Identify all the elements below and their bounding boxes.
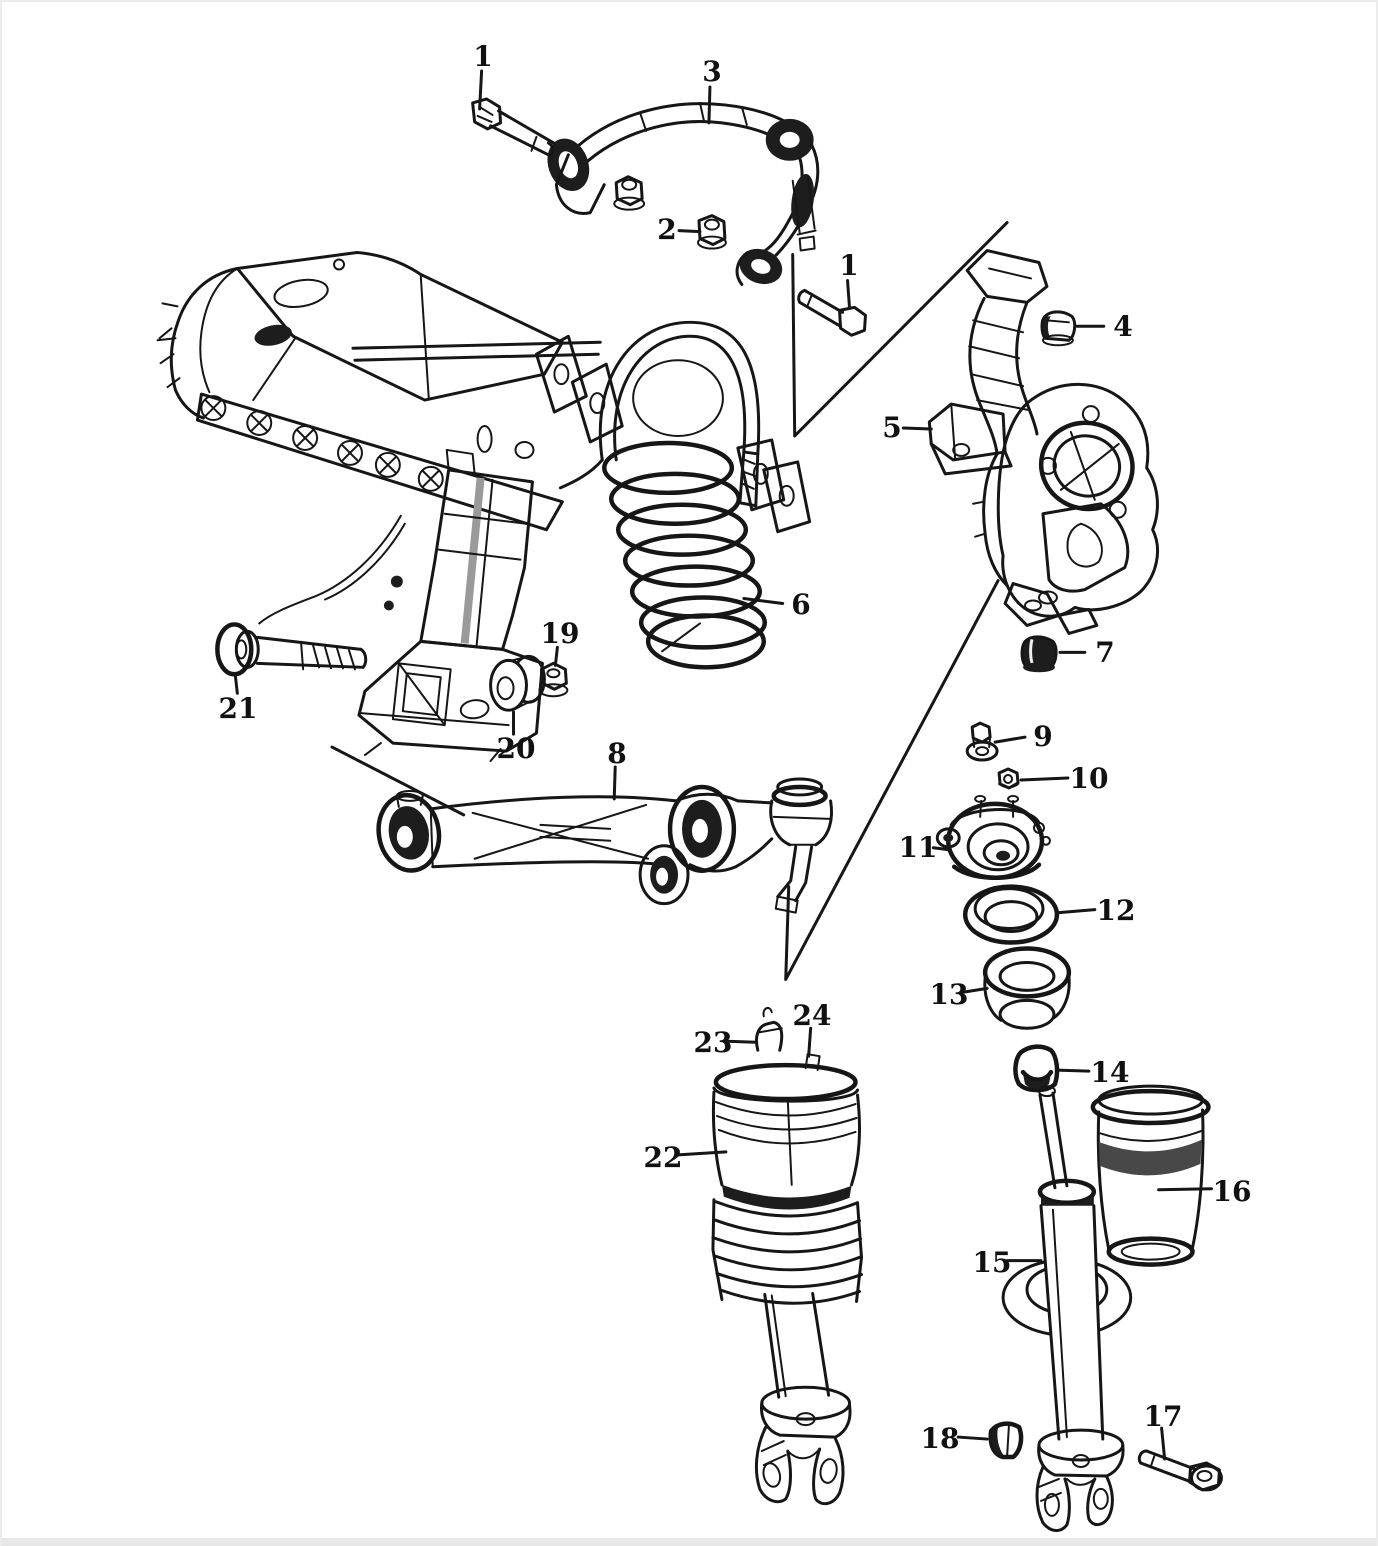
part-callout-17: 17 bbox=[1143, 1400, 1183, 1433]
spring-seat-12-drawing bbox=[962, 884, 1060, 945]
part-callout-13: 13 bbox=[929, 978, 969, 1011]
lower-control-arm-drawing bbox=[376, 777, 833, 914]
nut-4-drawing bbox=[1040, 310, 1077, 347]
image-bottom-edge bbox=[2, 1538, 1376, 1546]
part-callout-1a: 1 bbox=[473, 40, 493, 73]
cam-washer-20-drawing bbox=[489, 654, 546, 712]
part-callout-10: 10 bbox=[1069, 762, 1109, 795]
frame-crossmember-drawing bbox=[156, 251, 812, 763]
part-callout-20: 20 bbox=[496, 732, 536, 765]
callout-leader-lines bbox=[233, 69, 1213, 1461]
flange-nut-9-drawing bbox=[965, 721, 999, 762]
shock-absorber-drawing bbox=[1001, 1085, 1133, 1533]
nut-18-drawing bbox=[988, 1421, 1024, 1460]
assembly-reference-lines bbox=[330, 221, 1009, 981]
part-callout-19: 19 bbox=[540, 617, 580, 650]
part-callout-24: 24 bbox=[792, 999, 832, 1032]
air-spring-drawing bbox=[711, 1006, 863, 1506]
dust-boot-16-drawing bbox=[1090, 1084, 1211, 1267]
part-callout-18: 18 bbox=[920, 1422, 960, 1455]
nut-19-drawing bbox=[538, 661, 569, 698]
part-callout-21: 21 bbox=[218, 692, 258, 725]
bolt-21-drawing bbox=[215, 622, 368, 677]
bolt-17-drawing bbox=[1137, 1449, 1223, 1492]
bolt-1-left-drawing bbox=[471, 97, 555, 158]
nut-2-drawing bbox=[696, 214, 727, 250]
steering-knuckle-drawing bbox=[927, 249, 1160, 635]
part-callout-3: 3 bbox=[702, 55, 722, 88]
spring-isolator-13-drawing bbox=[982, 946, 1072, 1030]
bolt-1-right-drawing bbox=[797, 288, 867, 337]
upper-control-arm-drawing bbox=[547, 101, 820, 286]
part-callout-4: 4 bbox=[1113, 310, 1133, 343]
part-callout-8: 8 bbox=[607, 737, 627, 770]
part-callout-14: 14 bbox=[1090, 1056, 1130, 1089]
part-callout-15: 15 bbox=[972, 1246, 1012, 1279]
part-callout-5: 5 bbox=[882, 411, 902, 444]
part-callout-6: 6 bbox=[791, 588, 811, 621]
strut-mount-11-drawing bbox=[935, 794, 1051, 880]
part-callout-1b: 1 bbox=[839, 249, 859, 282]
part-callout-9: 9 bbox=[1033, 720, 1053, 753]
part-callout-2: 2 bbox=[657, 213, 677, 246]
part-callout-23: 23 bbox=[693, 1026, 733, 1059]
part-callout-22: 22 bbox=[643, 1141, 683, 1174]
nut-10-drawing bbox=[997, 767, 1020, 790]
part-callout-12: 12 bbox=[1096, 894, 1136, 927]
part-callout-16: 16 bbox=[1212, 1175, 1252, 1208]
coil-spring-drawing bbox=[602, 440, 768, 670]
part-callout-7: 7 bbox=[1095, 636, 1115, 669]
bump-stop-cap-14-drawing bbox=[1013, 1044, 1060, 1093]
part-callout-11: 11 bbox=[898, 831, 938, 864]
nut-7-drawing bbox=[1020, 635, 1058, 673]
